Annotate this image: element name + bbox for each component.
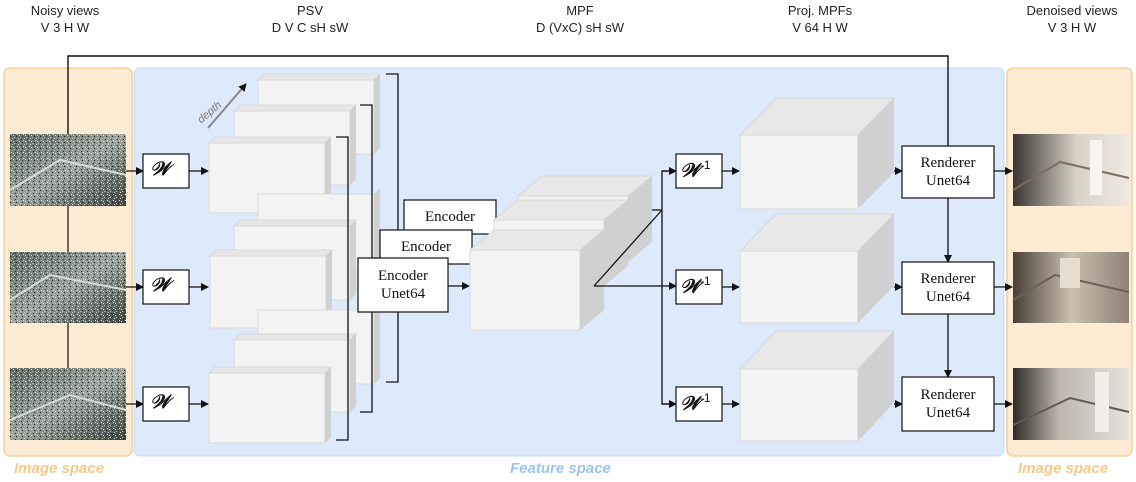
warp-box-2 [142, 269, 190, 305]
noisy-view-2 [9, 252, 127, 323]
header-psv-dims: D V C sH sW [271, 20, 349, 35]
renderer-label-3: Renderer Unet64 [902, 386, 994, 422]
inv-warp-symbol-3: 𝒲 [680, 392, 700, 415]
warp-box-3 [142, 386, 190, 422]
encoder-front-line2: Unet64 [380, 286, 426, 302]
encoder-back1-label: Encoder [425, 209, 475, 225]
header-noisy-title: Noisy views [30, 3, 100, 18]
header-proj-title: Proj. MPFs [787, 3, 853, 18]
warp-label-1: 𝒲 [150, 158, 170, 180]
warp-label-2: 𝒲 [150, 274, 170, 296]
renderer-label-2: Renderer Unet64 [902, 270, 994, 306]
inv-warp-label-2: 𝒲-1 [680, 274, 711, 297]
renderer-label-1: Renderer Unet64 [902, 154, 994, 190]
renderer-1-line2: Unet64 [925, 173, 971, 189]
mpf-stack [468, 175, 654, 331]
renderer-1-line1: Renderer [920, 155, 976, 171]
inv-warp-box-2 [675, 269, 723, 305]
inv-warp-exp-2: -1 [699, 274, 711, 288]
warp-box-1 [142, 153, 190, 189]
renderer-3-line1: Renderer [920, 387, 976, 403]
encoder-front-line1: Encoder [378, 268, 428, 284]
warp-label-3: 𝒲 [150, 391, 170, 413]
image-space-label-left: Image space [14, 460, 105, 477]
psv-bracket-outer [386, 73, 399, 383]
image-space-label-right: Image space [1018, 460, 1109, 477]
noisy-view-3 [9, 368, 127, 440]
header-mpf-title: MPF [566, 3, 594, 18]
renderer-3-line2: Unet64 [925, 405, 971, 421]
header-denoised-dims: V 3 H W [1047, 20, 1097, 35]
denoised-view-2 [1012, 252, 1130, 323]
renderer-box-2 [901, 261, 995, 315]
header-proj-mpfs: Proj. MPFs V 64 H W [760, 2, 880, 36]
inv-warp-exp-3: -1 [699, 391, 711, 405]
proj-mpf-cube-1 [738, 97, 896, 210]
header-psv-title: PSV [296, 3, 323, 18]
inv-warp-label-1: 𝒲-1 [680, 158, 711, 181]
skip-connection-line [67, 55, 952, 163]
psv-stack-3 [207, 304, 380, 444]
header-proj-dims: V 64 H W [792, 20, 848, 35]
psv-stack-1 [207, 73, 382, 214]
renderer-2-line1: Renderer [920, 271, 976, 287]
encoder-box-front [357, 257, 449, 313]
encoder-box-back1 [403, 199, 497, 235]
encoder-back2-label: Encoder [401, 239, 451, 255]
inv-warp-box-3 [675, 386, 723, 422]
header-denoised-title: Denoised views [1026, 3, 1118, 18]
inv-warp-symbol-1: 𝒲 [680, 159, 700, 182]
noisy-view-1 [9, 134, 127, 206]
psv-bracket-inner [336, 136, 349, 441]
header-noisy-views: Noisy views V 3 H W [10, 2, 120, 36]
depth-arrow [207, 83, 247, 129]
proj-mpf-cube-3 [738, 330, 896, 442]
mpf-diagonal [593, 209, 663, 287]
denoised-view-3 [1012, 368, 1130, 440]
header-mpf-dims: D (VxC) sH sW [535, 20, 625, 35]
renderer-box-3 [901, 376, 995, 432]
inv-warp-symbol-2: 𝒲 [680, 275, 700, 298]
header-psv: PSV D V C sH sW [240, 2, 380, 36]
feature-space-label: Feature space [510, 460, 611, 477]
encoder-front-label: Encoder Unet64 [358, 267, 448, 303]
inv-warp-label-3: 𝒲-1 [680, 391, 711, 414]
header-denoised-views: Denoised views V 3 H W [1010, 2, 1134, 36]
renderer-2-line2: Unet64 [925, 289, 971, 305]
denoised-view-1 [1012, 134, 1130, 206]
proj-mpf-cube-2 [738, 213, 896, 324]
header-mpf: MPF D (VxC) sH sW [510, 2, 650, 36]
inv-warp-box-1 [675, 153, 723, 189]
inv-warp-exp-1: -1 [699, 158, 711, 172]
header-noisy-dims: V 3 H W [40, 20, 90, 35]
